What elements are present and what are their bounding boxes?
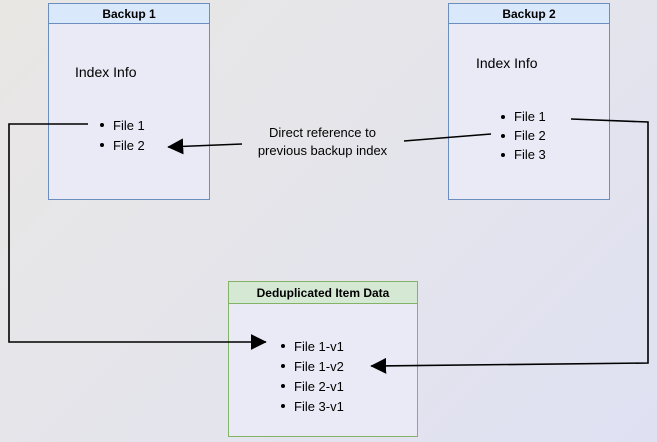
list-item: File 1 bbox=[100, 115, 145, 135]
list-item: File 3-v1 bbox=[281, 396, 344, 416]
bullet-icon bbox=[281, 404, 285, 408]
direct-reference-annotation: Direct reference to previous backup inde… bbox=[225, 124, 420, 160]
list-item: File 2 bbox=[501, 126, 546, 145]
backup2-file-list: File 1 File 2 File 3 bbox=[501, 107, 546, 164]
bullet-icon bbox=[100, 143, 104, 147]
file-label: File 1-v2 bbox=[294, 358, 344, 374]
bullet-icon bbox=[501, 152, 505, 157]
bullet-icon bbox=[100, 123, 104, 127]
bullet-icon bbox=[281, 384, 285, 388]
backup1-index-info-label: Index Info bbox=[75, 64, 137, 80]
backup2-title: Backup 2 bbox=[502, 6, 556, 21]
list-item: File 3 bbox=[501, 145, 546, 164]
file-label: File 1-v1 bbox=[294, 338, 344, 354]
dedup-title: Deduplicated Item Data bbox=[256, 285, 390, 300]
file-label: File 1 bbox=[514, 109, 546, 124]
bullet-icon bbox=[281, 364, 285, 368]
backup1-box: Backup 1 Index Info File 1 File 2 bbox=[48, 3, 210, 200]
dedup-file-list: File 1-v1 File 1-v2 File 2-v1 File 3-v1 bbox=[281, 336, 344, 416]
file-label: File 1 bbox=[113, 117, 145, 133]
list-item: File 2-v1 bbox=[281, 376, 344, 396]
list-item: File 1 bbox=[501, 107, 546, 126]
list-item: File 2 bbox=[100, 135, 145, 155]
annotation-line-2: previous backup index bbox=[257, 143, 388, 158]
list-item: File 1-v2 bbox=[281, 356, 344, 376]
file-label: File 3 bbox=[514, 147, 546, 162]
backup2-index-info-label: Index Info bbox=[476, 55, 538, 71]
deduplicated-item-data-box: Deduplicated Item Data File 1-v1 File 1-… bbox=[228, 281, 418, 437]
backup1-header: Backup 1 bbox=[49, 4, 209, 24]
backup1-file-list: File 1 File 2 bbox=[100, 115, 145, 155]
bullet-icon bbox=[501, 133, 505, 138]
file-label: File 2-v1 bbox=[294, 378, 344, 394]
bullet-icon bbox=[501, 114, 505, 119]
backup1-title: Backup 1 bbox=[102, 6, 156, 21]
bullet-icon bbox=[281, 344, 285, 348]
backup2-box: Backup 2 Index Info File 1 File 2 File 3 bbox=[448, 3, 610, 200]
list-item: File 1-v1 bbox=[281, 336, 344, 356]
file-label: File 2 bbox=[113, 137, 145, 153]
file-label: File 2 bbox=[514, 128, 546, 143]
dedup-header: Deduplicated Item Data bbox=[229, 282, 417, 304]
annotation-line-1: Direct reference to bbox=[269, 125, 376, 140]
file-label: File 3-v1 bbox=[294, 398, 344, 414]
backup2-header: Backup 2 bbox=[449, 4, 609, 24]
